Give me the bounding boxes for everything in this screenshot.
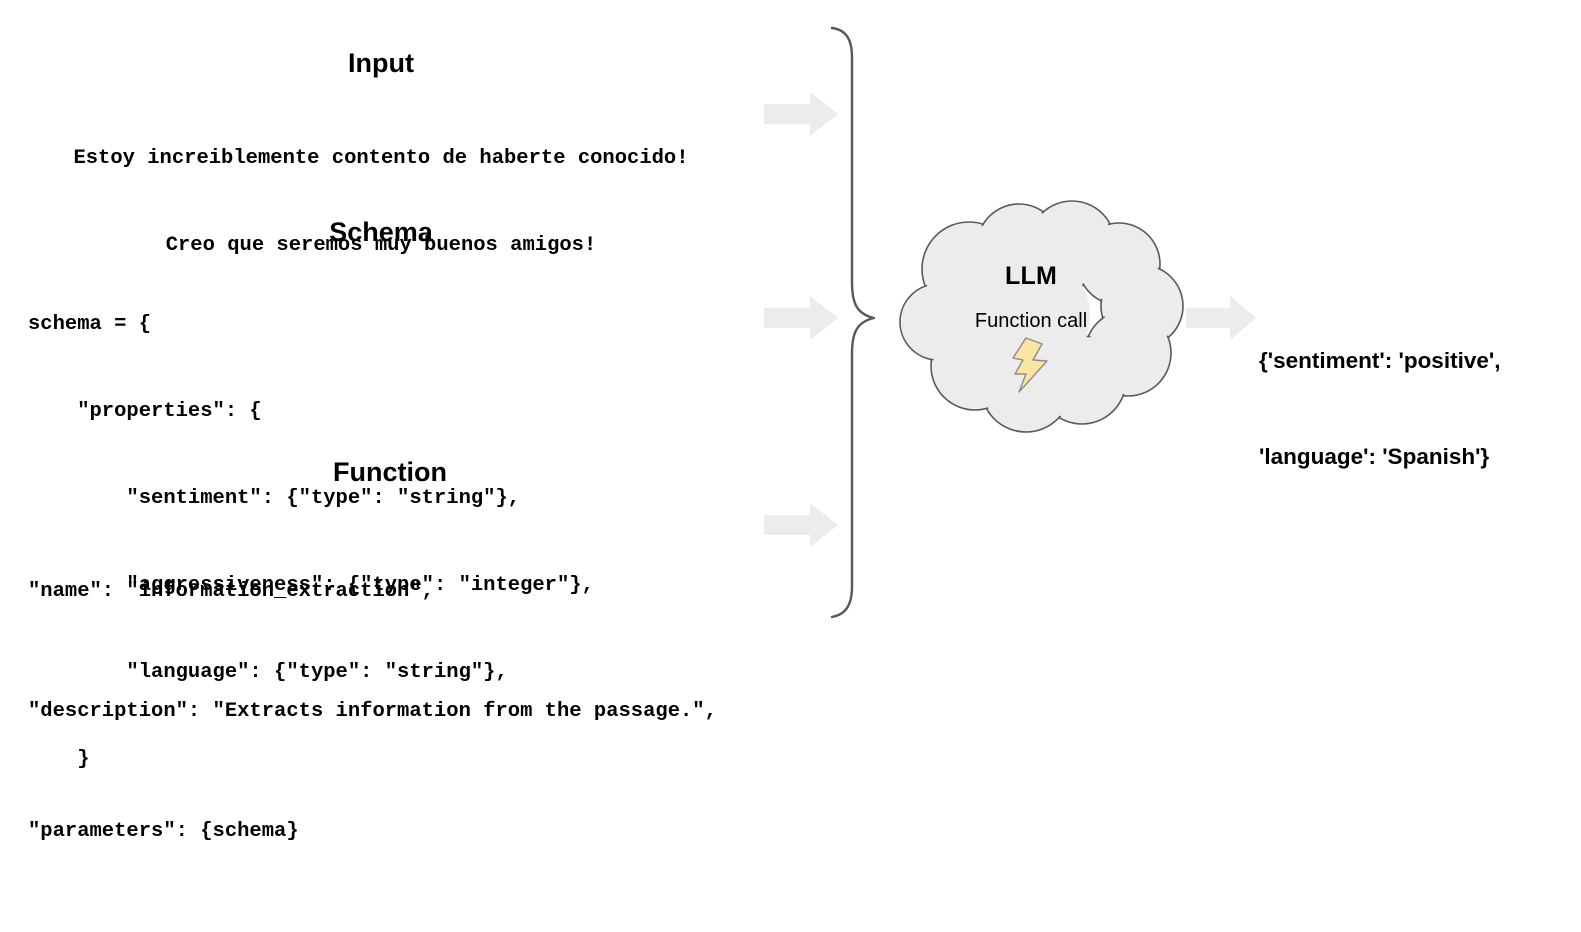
input-text-block: Estoy increiblemente contento de haberte…: [0, 86, 762, 318]
llm-subtitle: Function call: [974, 310, 1088, 332]
arrow-right-icon-schema: [764, 296, 838, 340]
schema-line: "sentiment": {"type": "string"},: [28, 487, 521, 510]
llm-title: LLM: [1005, 262, 1057, 290]
input-line: Estoy increiblemente contento de haberte…: [73, 147, 689, 170]
arrow-right-icon-function: [764, 503, 838, 547]
function-line: "parameters": {schema}: [28, 820, 299, 843]
llm-cloud: LLM Function call: [876, 196, 1186, 436]
arrow-right-icon-input: [764, 92, 838, 136]
output-line: {'sentiment': 'positive',: [1259, 348, 1501, 373]
right-curly-brace: [826, 24, 886, 624]
output-result-block: {'sentiment': 'positive', 'language': 'S…: [1259, 281, 1569, 537]
function-line: "description": "Extracts information fro…: [28, 700, 717, 723]
schema-heading: Schema: [329, 217, 433, 247]
function-line: "name": "information_extraction",: [28, 580, 434, 603]
output-line: 'language': 'Spanish'}: [1259, 444, 1490, 469]
diagram-canvas: Input Estoy increiblemente contento de h…: [0, 24, 1569, 843]
input-line: Creo que seremos muy buenos amigos!: [165, 234, 597, 257]
function-code-block: "name": "information_extraction", "descr…: [28, 492, 717, 932]
arrow-right-icon-output: [1186, 296, 1256, 340]
schema-line: "properties": {: [28, 400, 262, 423]
schema-line: "aggressiveness": {"type": "integer"},: [28, 574, 594, 597]
schema-line: schema = {: [28, 313, 152, 336]
input-heading: Input: [348, 48, 414, 78]
function-heading: Function: [333, 457, 447, 487]
lightning-bolt-icon: [1009, 336, 1053, 394]
